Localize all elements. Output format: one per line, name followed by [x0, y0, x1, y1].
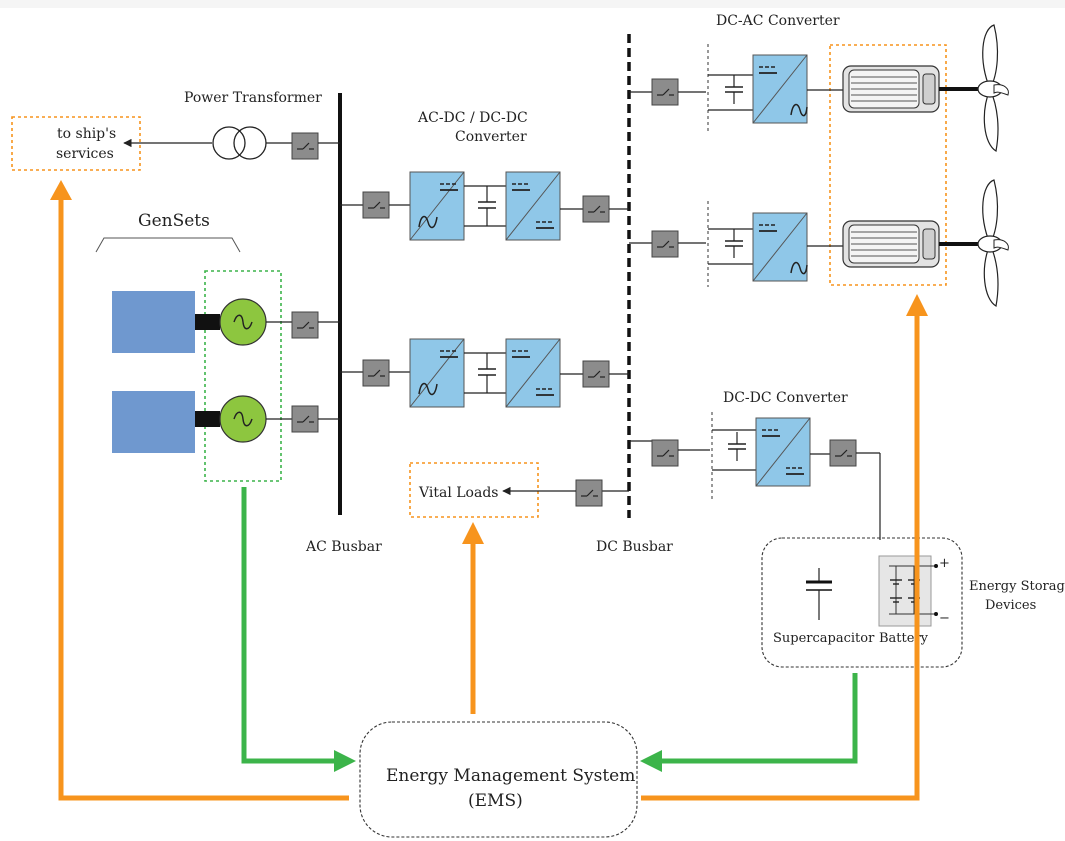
genset-engine-2 [112, 391, 195, 453]
circuit-breaker-icon [291, 405, 319, 433]
energy-storage-box [761, 537, 963, 668]
circuit-breaker-icon [575, 479, 603, 507]
capacitor-icon [724, 74, 744, 105]
dcdc-converter-icon [505, 171, 561, 241]
energy-storage-label-line1: Energy Storage [969, 579, 1065, 594]
feedback-arrow-gensets [241, 487, 356, 772]
capacitor-icon [727, 431, 747, 462]
ems-box [359, 721, 638, 838]
battery-minus-label: − [939, 611, 950, 626]
dcac-converter-label: DC-AC Converter [716, 13, 840, 29]
genset-coupling-1 [195, 314, 220, 330]
ship-services-label-line1: to ship's [57, 126, 116, 142]
dcac-converter-icon [752, 54, 808, 124]
generators-group-box [204, 270, 282, 482]
propulsion-motors-box [829, 44, 947, 286]
circuit-breaker-icon [829, 439, 857, 467]
battery-plus-label: + [939, 556, 950, 571]
ems-label-line1: Energy Management System [386, 766, 635, 786]
circuit-breaker-icon [362, 191, 390, 219]
propeller-icon [977, 24, 1009, 152]
dcdc-converter-label: DC-DC Converter [723, 390, 848, 406]
control-arrow-propulsion [641, 294, 928, 801]
propeller-icon [977, 179, 1009, 307]
vital-loads-label: Vital Loads [418, 485, 498, 501]
transformer-icon [212, 126, 267, 160]
circuit-breaker-icon [582, 195, 610, 223]
ems-label-line2: (EMS) [468, 791, 523, 811]
power-transformer-label: Power Transformer [184, 90, 322, 106]
top-strip [0, 0, 1065, 8]
circuit-breaker-icon [362, 359, 390, 387]
ac-generator-icon [219, 395, 267, 443]
acdc-converter-label-line1: AC-DC / DC-DC [417, 110, 528, 126]
electric-motor-icon [841, 219, 983, 269]
supercapacitor-icon [806, 568, 832, 620]
ship-services-label-line2: services [56, 146, 114, 162]
gensets-brace [95, 237, 241, 253]
battery-icon [878, 555, 938, 627]
acdc-converter-icon [409, 171, 465, 241]
circuit-breaker-icon [651, 230, 679, 258]
battery-label: Battery [879, 631, 929, 646]
control-arrow-ship-services [50, 180, 349, 801]
dc-link-capacitor-icon [478, 186, 496, 226]
circuit-breaker-icon [651, 439, 679, 467]
circuit-breaker-icon [291, 311, 319, 339]
electric-motor-icon [841, 64, 983, 114]
dcac-converter-icon [752, 212, 808, 282]
capacitor-icon [724, 228, 744, 259]
control-arrow-vital-loads [462, 522, 484, 714]
acdc-converter-icon [409, 338, 465, 408]
circuit-breaker-icon [291, 132, 319, 160]
genset-coupling-2 [195, 411, 220, 427]
circuit-breaker-icon [651, 78, 679, 106]
energy-storage-label-line2: Devices [985, 598, 1036, 613]
dcdc-converter-icon [755, 417, 811, 487]
feedback-arrow-storage [640, 673, 858, 772]
vital-loads-box [409, 462, 539, 518]
ship-services-box [11, 116, 141, 171]
circuit-breaker-icon [582, 360, 610, 388]
dcdc-converter-icon [505, 338, 561, 408]
acdc-converter-label-line2: Converter [455, 129, 527, 145]
supercapacitor-label: Supercapacitor [773, 631, 875, 646]
genset-engine-1 [112, 291, 195, 353]
ac-busbar-label: AC Busbar [305, 539, 382, 555]
gensets-label: GenSets [138, 211, 210, 231]
dc-link-capacitor-icon [478, 353, 496, 393]
ac-generator-icon [219, 298, 267, 346]
dc-busbar-label: DC Busbar [596, 539, 673, 555]
